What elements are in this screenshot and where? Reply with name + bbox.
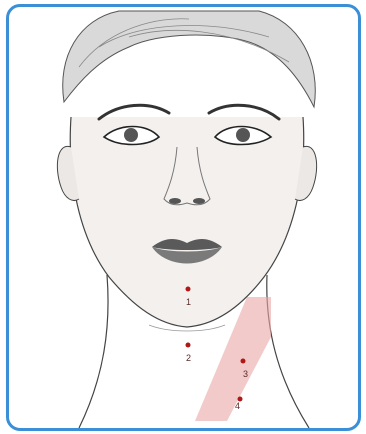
point-1-label: 1	[186, 297, 191, 307]
neck-left	[79, 275, 108, 428]
face-outline	[70, 117, 303, 327]
illustration-frame: 1 2 3 4	[6, 4, 361, 431]
neck-right	[267, 275, 309, 428]
left-eyebrow	[99, 105, 169, 119]
face-neck-sketch: 1 2 3 4	[9, 7, 358, 428]
point-2-label: 2	[186, 353, 191, 363]
right-eyebrow	[209, 105, 279, 119]
left-iris	[124, 128, 138, 142]
point-2: 2	[186, 343, 192, 364]
point-4-label: 4	[235, 401, 240, 411]
point-1: 1	[186, 287, 192, 308]
right-iris	[236, 128, 250, 142]
point-3-label: 3	[243, 369, 248, 379]
right-nostril	[193, 198, 205, 204]
left-nostril	[169, 198, 181, 204]
